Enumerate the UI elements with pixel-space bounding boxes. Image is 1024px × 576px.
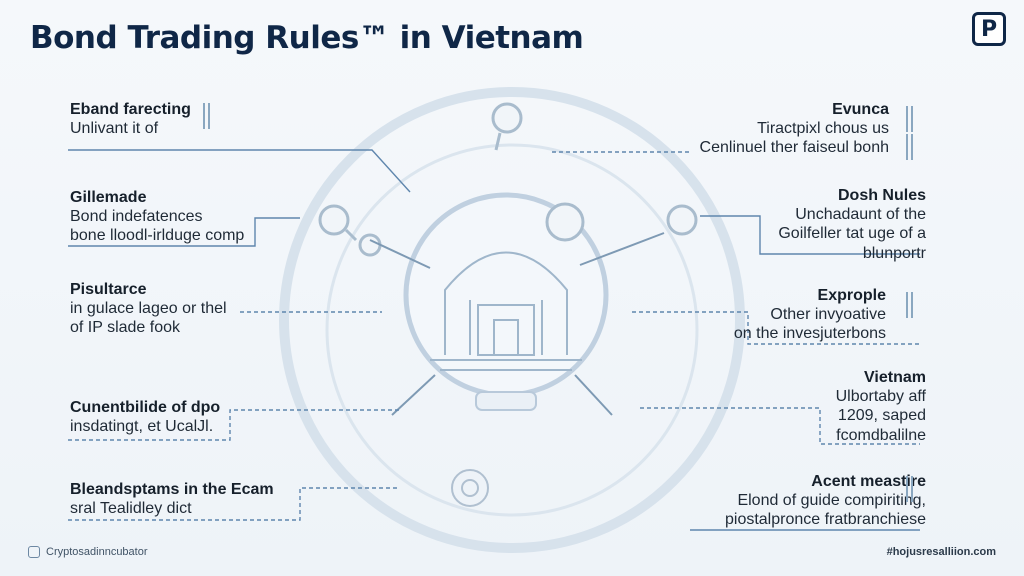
right-label-line: Elond of guide compiriting, xyxy=(737,492,926,510)
decor-bracket-icon xyxy=(203,103,210,129)
page-title: Bond Trading Rules™ in Vietnam xyxy=(30,20,584,56)
left-label-heading: Pisultarce xyxy=(70,281,147,298)
right-label-line: blunportr xyxy=(862,244,926,262)
right-label-5: Acent meastire Elond of guide compiritin… xyxy=(725,472,926,530)
logo-icon xyxy=(28,546,40,558)
decor-bracket-icon xyxy=(906,476,913,502)
right-label-heading: Exprople xyxy=(817,287,886,304)
left-label-heading: Gillemade xyxy=(70,189,147,206)
left-label-line: Bond indefatences xyxy=(70,208,203,226)
right-label-2: Dosh Nules Unchadaunt of the Goilfeller … xyxy=(778,186,926,263)
left-label-heading: Bleandsptams in the Ecam xyxy=(70,481,274,498)
right-label-line: piostalpronce fratbranchiese xyxy=(724,511,926,529)
footer-left: Cryptosadinncubator xyxy=(28,546,148,558)
right-label-line: Tiractpixl chous us xyxy=(757,120,889,138)
decor-bracket-icon xyxy=(906,292,913,318)
footer-right-text: #hojusresalliion.com xyxy=(886,546,996,558)
right-label-line: fcomdbalilne xyxy=(836,426,926,444)
right-label-line: Unchadaunt of the xyxy=(795,206,926,224)
right-label-heading: Acent meastire xyxy=(811,473,926,490)
right-label-3: Exprople Other invyoative on the invesju… xyxy=(734,286,886,344)
mid-ring xyxy=(325,143,699,517)
gear-icon xyxy=(451,469,489,507)
left-label-3: Pisultarce in gulace lageo or thel of IP… xyxy=(70,280,227,338)
building-icon xyxy=(430,251,582,371)
right-label-line: on the invesjuterbons xyxy=(733,325,886,343)
right-label-line: Cenlinuel ther faiseul bonh xyxy=(699,139,889,157)
left-label-4: Cunentbilide of dpo insdatingt, et UcalJ… xyxy=(70,398,220,436)
left-label-heading: Cunentbilide of dpo xyxy=(70,399,221,416)
right-label-line: 1209, saped xyxy=(837,407,926,425)
right-label-heading: Dosh Nules xyxy=(837,187,926,204)
left-label-line: in gulace lageo or thel xyxy=(70,300,227,318)
right-label-line: Other invyoative xyxy=(770,306,886,324)
footer-left-text: Cryptosadinncubator xyxy=(46,546,148,558)
brand-badge-icon: P xyxy=(972,12,1006,46)
left-label-line: sral Tealidley dict xyxy=(70,500,192,518)
left-label-line: insdatingt, et UcalJl. xyxy=(70,418,214,436)
right-label-4: Vietnam Ulbortaby aff 1209, saped fcomdb… xyxy=(836,368,926,445)
left-label-heading: Eband farecting xyxy=(70,101,191,118)
magnifier-icon xyxy=(318,102,698,257)
right-label-heading: Evunca xyxy=(832,101,889,118)
right-label-line: Goilfeller tat uge of a xyxy=(778,225,926,243)
right-label-heading: Vietnam xyxy=(864,369,926,386)
decor-bracket-icon xyxy=(906,134,913,160)
decor-bracket-icon xyxy=(906,106,913,132)
left-label-2: Gillemade Bond indefatences bone lloodl-… xyxy=(70,188,244,246)
right-label-1: Evunca Tiractpixl chous us Cenlinuel the… xyxy=(700,100,889,158)
globe-base xyxy=(475,391,537,411)
left-label-line: of IP slade fook xyxy=(70,319,180,337)
right-label-line: Ulbortaby aff xyxy=(835,388,926,406)
left-label-line: Unlivant it of xyxy=(70,120,159,138)
left-label-1: Eband farecting Unlivant it of xyxy=(70,100,191,138)
left-label-line: bone lloodl-irlduge comp xyxy=(70,227,245,245)
left-label-5: Bleandsptams in the Ecam sral Tealidley … xyxy=(70,480,274,518)
outer-ring xyxy=(279,87,745,553)
